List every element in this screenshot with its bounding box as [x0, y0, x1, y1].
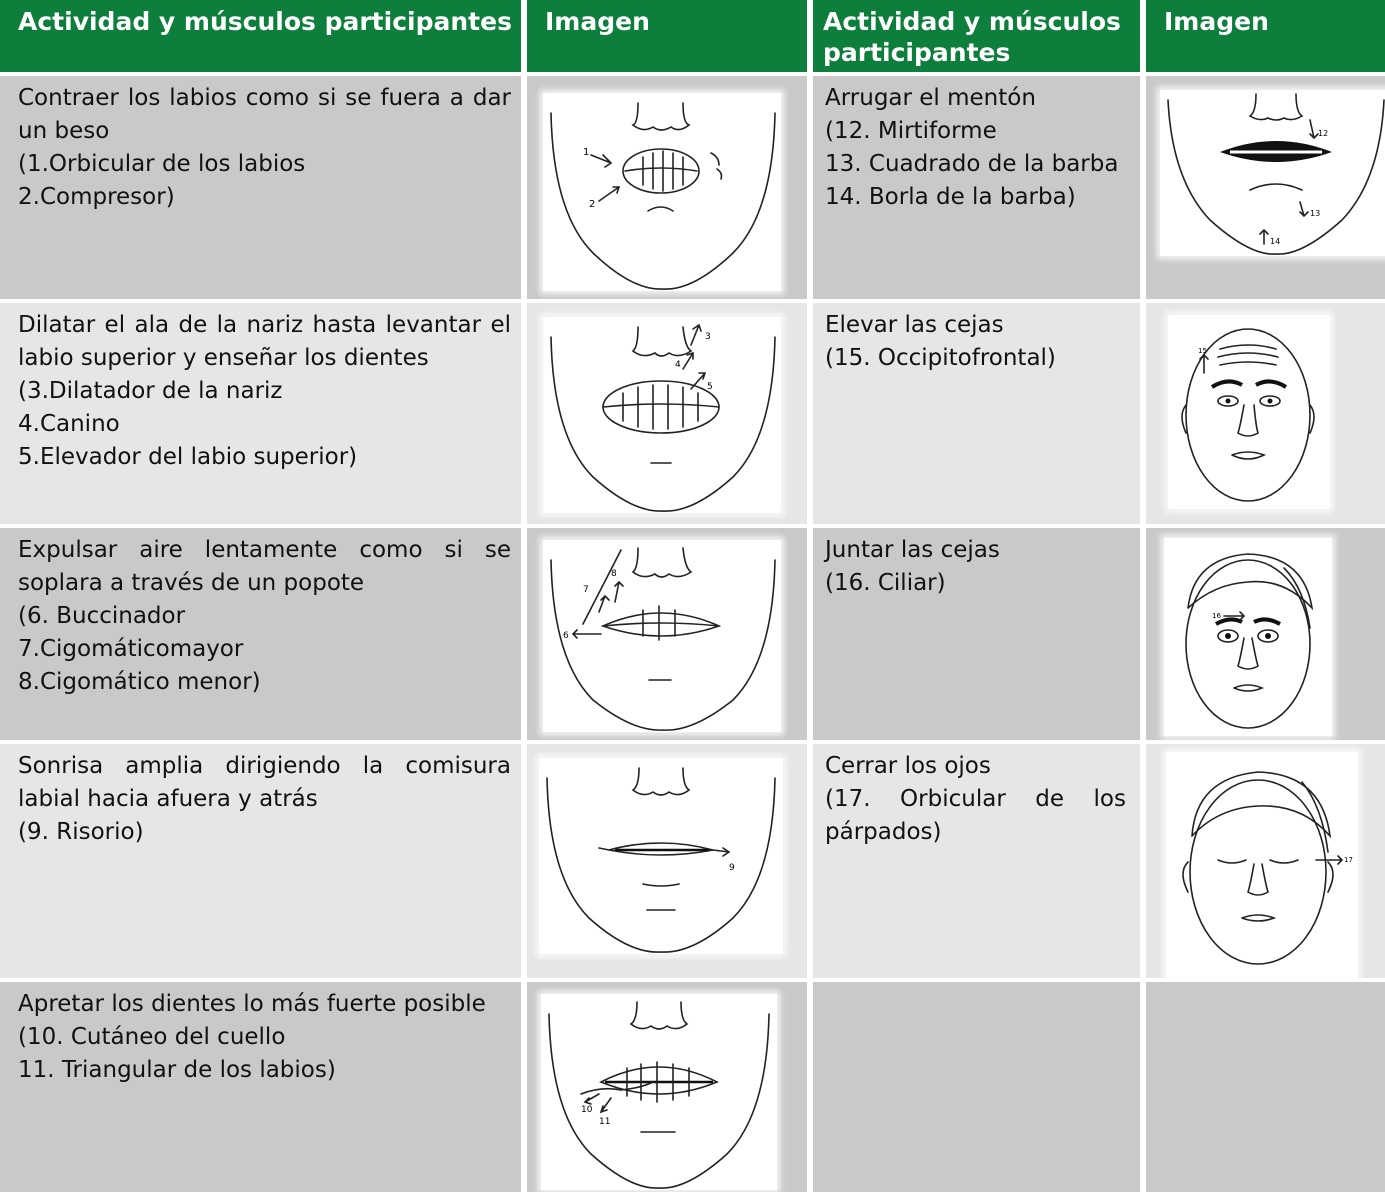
row3-image2-cell: 16	[1146, 528, 1385, 740]
row2-line: 4.Canino	[18, 411, 120, 437]
label-3: 3	[705, 332, 711, 342]
header-image-2: Imagen	[1146, 0, 1385, 72]
row2-line: 5.Elevador del labio superior)	[18, 444, 358, 470]
row3-activity-text: Expulsar aire lentamente como si se sopl…	[0, 528, 521, 699]
header-image-1: Imagen	[527, 0, 807, 72]
row2-activity-text: Dilatar el ala de la nariz hasta levanta…	[0, 303, 521, 474]
label-6: 6	[563, 631, 569, 641]
label-5: 5	[707, 382, 713, 392]
clench-teeth-diagram: 10 11	[541, 994, 777, 1190]
row4-image-cell: 9	[527, 744, 807, 978]
raise-eyebrows-face: 15	[1168, 315, 1330, 509]
row5-activity-cell: Apretar los dientes lo más fuerte posibl…	[0, 982, 521, 1192]
row2-line: (15. Occipitofrontal)	[825, 345, 1056, 371]
label-13: 13	[1310, 209, 1320, 218]
row2-image-cell: 3 4 5	[527, 303, 807, 524]
row2-line: Dilatar el ala de la nariz hasta levanta…	[18, 312, 511, 371]
label-11: 11	[599, 1117, 610, 1127]
header-activity-2: Actividad y músculos participantes	[813, 0, 1140, 72]
label-4: 4	[675, 360, 681, 370]
row1-activity2-text: Arrugar el mentón (12. Mirtiforme 13. Cu…	[813, 76, 1140, 214]
row4-image2-cell: 17	[1146, 744, 1385, 978]
label-17: 17	[1344, 856, 1353, 864]
row1-activity-cell: Contraer los labios como si se fuera a d…	[0, 76, 521, 299]
row4-activity2-text: Cerrar los ojos (17. Orbicular de los pá…	[813, 744, 1140, 849]
row2-line: (3.Dilatador de la nariz	[18, 378, 283, 404]
row5-activity-text: Apretar los dientes lo más fuerte posibl…	[0, 982, 521, 1087]
row4-activity2-cell: Cerrar los ojos (17. Orbicular de los pá…	[813, 744, 1140, 978]
row3-activity2-text: Juntar las cejas (16. Ciliar)	[813, 528, 1140, 600]
row3-line: 7.Cigomáticomayor	[18, 636, 244, 662]
row2-line: Elevar las cejas	[825, 312, 1004, 338]
label-7: 7	[583, 585, 589, 595]
row5-line: Apretar los dientes lo más fuerte posibl…	[18, 991, 486, 1017]
row1-line: (1.Orbicular de los labios	[18, 151, 306, 177]
row4-activity-text: Sonrisa amplia dirigiendo la comisura la…	[0, 744, 521, 849]
lips-pucker-diagram: 1 2	[543, 93, 781, 291]
nose-dilate-diagram: 3 4 5	[543, 317, 781, 513]
row3-line: (6. Buccinador	[18, 603, 186, 629]
row1-image2-cell: 12 13 14	[1146, 76, 1385, 299]
row4-line: Sonrisa amplia dirigiendo la comisura la…	[18, 753, 511, 812]
label-12: 12	[1318, 129, 1328, 138]
row2-activity2-text: Elevar las cejas (15. Occipitofrontal)	[813, 303, 1140, 375]
row3-activity-cell: Expulsar aire lentamente como si se sopl…	[0, 528, 521, 740]
row3-line: (16. Ciliar)	[825, 570, 946, 596]
label-8: 8	[611, 569, 617, 579]
row3-line: 8.Cigomático menor)	[18, 669, 261, 695]
label-2: 2	[589, 199, 595, 210]
label-10: 10	[581, 1105, 593, 1115]
row3-line: Juntar las cejas	[825, 537, 1000, 563]
label-16: 16	[1212, 612, 1221, 620]
row1-line: 13. Cuadrado de la barba	[825, 151, 1119, 177]
row4-line: (9. Risorio)	[18, 819, 144, 845]
row5-empty-image-cell	[1146, 982, 1385, 1192]
wide-smile-diagram: 9	[539, 758, 783, 954]
row1-line: 2.Compresor)	[18, 184, 175, 210]
frown-eyebrows-face: 16	[1164, 538, 1332, 736]
chin-wrinkle-diagram: 12 13 14	[1160, 90, 1385, 256]
row1-line: Contraer los labios como si se fuera a d…	[18, 85, 511, 144]
row4-line: Cerrar los ojos	[825, 753, 991, 779]
row1-line: (12. Mirtiforme	[825, 118, 997, 144]
label-9: 9	[729, 863, 735, 873]
label-1: 1	[583, 147, 589, 158]
row1-activity2-cell: Arrugar el mentón (12. Mirtiforme 13. Cu…	[813, 76, 1140, 299]
row3-activity2-cell: Juntar las cejas (16. Ciliar)	[813, 528, 1140, 740]
header-activity-1: Actividad y músculos participantes	[0, 0, 521, 72]
blow-air-diagram: 6 7 8	[543, 540, 781, 732]
row3-image-cell: 6 7 8	[527, 528, 807, 740]
row5-line: 11. Triangular de los labios)	[18, 1057, 336, 1083]
row5-empty-activity-cell	[813, 982, 1140, 1192]
row2-image2-cell: 15	[1146, 303, 1385, 524]
row2-activity-cell: Dilatar el ala de la nariz hasta levanta…	[0, 303, 521, 524]
row1-activity-text: Contraer los labios como si se fuera a d…	[0, 76, 521, 214]
row2-activity2-cell: Elevar las cejas (15. Occipitofrontal)	[813, 303, 1140, 524]
row5-image-cell: 10 11	[527, 982, 807, 1192]
row4-activity-cell: Sonrisa amplia dirigiendo la comisura la…	[0, 744, 521, 978]
row1-image-cell: 1 2	[527, 76, 807, 299]
row1-line: Arrugar el mentón	[825, 85, 1036, 111]
row3-line: Expulsar aire lentamente como si se sopl…	[18, 537, 511, 596]
row1-line: 14. Borla de la barba)	[825, 184, 1076, 210]
row5-line: (10. Cutáneo del cuello	[18, 1024, 286, 1050]
label-14: 14	[1270, 237, 1280, 246]
label-15: 15	[1198, 347, 1207, 355]
closed-eyes-face: 17	[1166, 752, 1358, 978]
row4-line: (17. Orbicular de los párpados)	[825, 786, 1126, 845]
